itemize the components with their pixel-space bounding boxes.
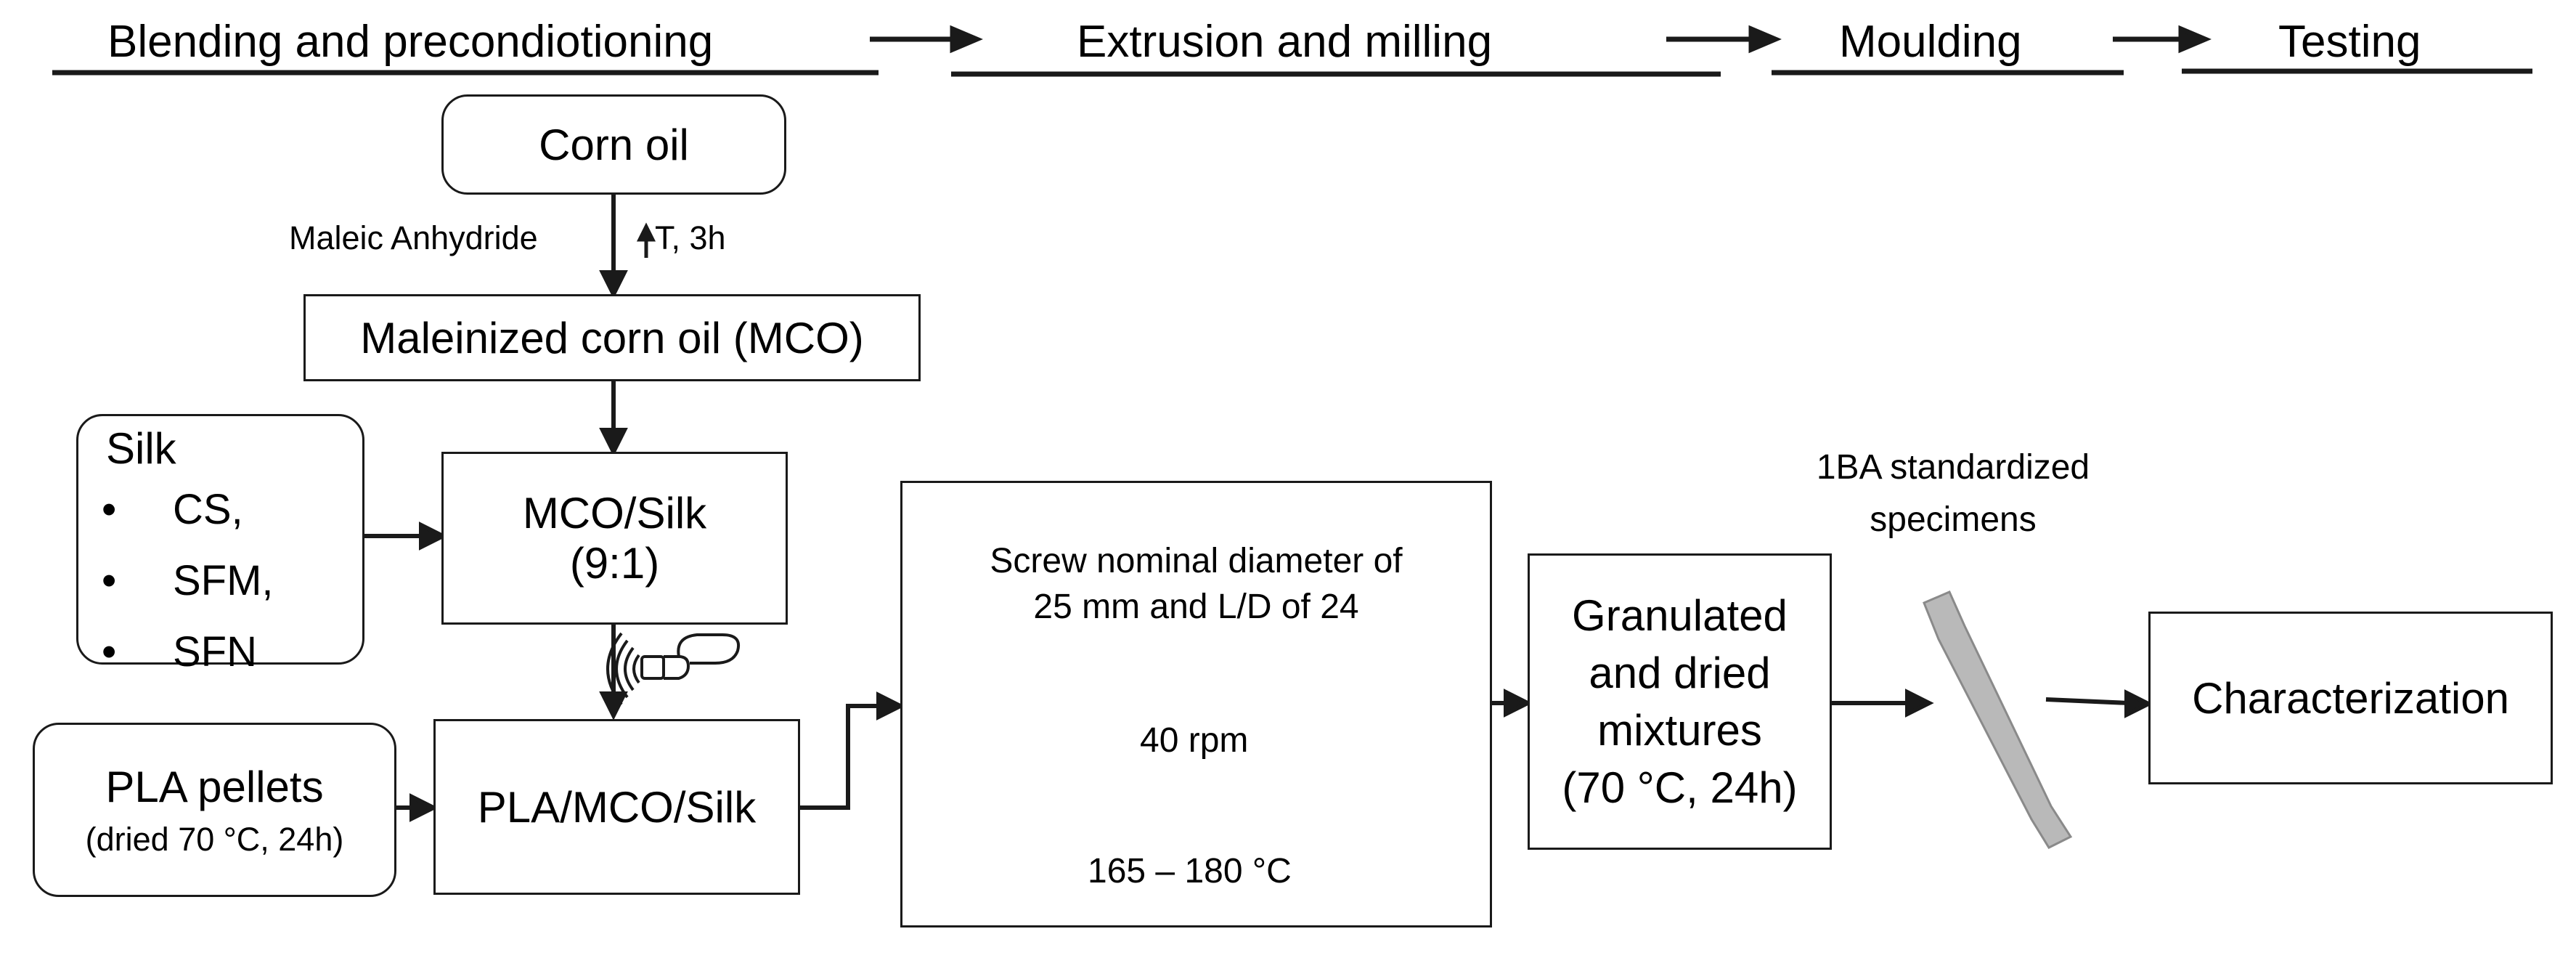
silk-list: CS, SFM, SFN — [78, 474, 274, 688]
corn-oil-label: Corn oil — [539, 120, 689, 169]
specimens-line: 1BA standardized — [1816, 448, 2090, 487]
specimen-icon — [1923, 590, 2073, 849]
granulated-line: Granulated — [1572, 590, 1788, 640]
granulated-line: and dried — [1589, 648, 1771, 697]
condition-label: T, 3h — [655, 219, 726, 256]
granulated-line: (70 °C, 24h) — [1562, 763, 1798, 813]
mco-silk-ratio: (9:1) — [569, 539, 660, 588]
silk-item: SFM, — [78, 545, 274, 617]
corn-oil-node: Corn oil — [441, 94, 786, 195]
pla-mco-silk-label: PLA/MCO/Silk — [477, 782, 757, 832]
stage-label-extrusion: Extrusion and milling — [1077, 17, 1493, 67]
mco-silk-label: MCO/Silk — [522, 489, 707, 537]
pla-pellets-note: (dried 70 °C, 24h) — [85, 820, 344, 858]
up-arrow-icon — [636, 222, 656, 258]
mco-silk-node: MCO/Silk (9:1) — [441, 452, 788, 625]
stage-arrows — [870, 25, 2212, 54]
temperature-range-label: 165 – 180 °C — [1088, 852, 1292, 890]
stage-label-testing: Testing — [2278, 17, 2421, 67]
silk-item: SFN — [78, 617, 274, 688]
pla-pellets-node: PLA pellets (dried 70 °C, 24h) — [33, 723, 396, 897]
mco-node: Maleinized corn oil (MCO) — [303, 294, 921, 381]
stage-label-moulding: Moulding — [1839, 17, 2022, 67]
silk-title: Silk — [106, 424, 176, 473]
granulated-node: Granulated and dried mixtures (70 °C, 24… — [1528, 553, 1832, 850]
stage-underlines — [52, 68, 2532, 77]
silk-node: Silk CS, SFM, SFN — [76, 414, 364, 688]
rpm-label: 40 rpm — [1140, 721, 1249, 760]
pla-mco-silk-node: PLA/MCO/Silk — [433, 719, 800, 895]
reagent-label: Maleic Anhydride — [289, 219, 538, 256]
silk-item: CS, — [78, 474, 274, 545]
mco-label: Maleinized corn oil (MCO) — [360, 313, 864, 362]
pla-pellets-label: PLA pellets — [105, 762, 324, 811]
granulated-line: mixtures — [1597, 706, 1762, 755]
stage-label-blending: Blending and precondiotioning — [107, 17, 714, 67]
specimens-line: specimens — [1870, 500, 2037, 539]
ultrasound-probe-icon — [606, 632, 740, 706]
characterization-label: Characterization — [2192, 673, 2509, 723]
characterization-node: Characterization — [2148, 612, 2553, 784]
extruder-desc-line2: 25 mm and L/D of 24 — [1033, 588, 1359, 626]
extruder-node: Screw nominal diameter of 25 mm and L/D … — [900, 481, 1492, 927]
specimens-label: 1BA standardized specimens — [1793, 442, 2113, 546]
extruder-desc-line1: Screw nominal diameter of — [990, 542, 1403, 580]
